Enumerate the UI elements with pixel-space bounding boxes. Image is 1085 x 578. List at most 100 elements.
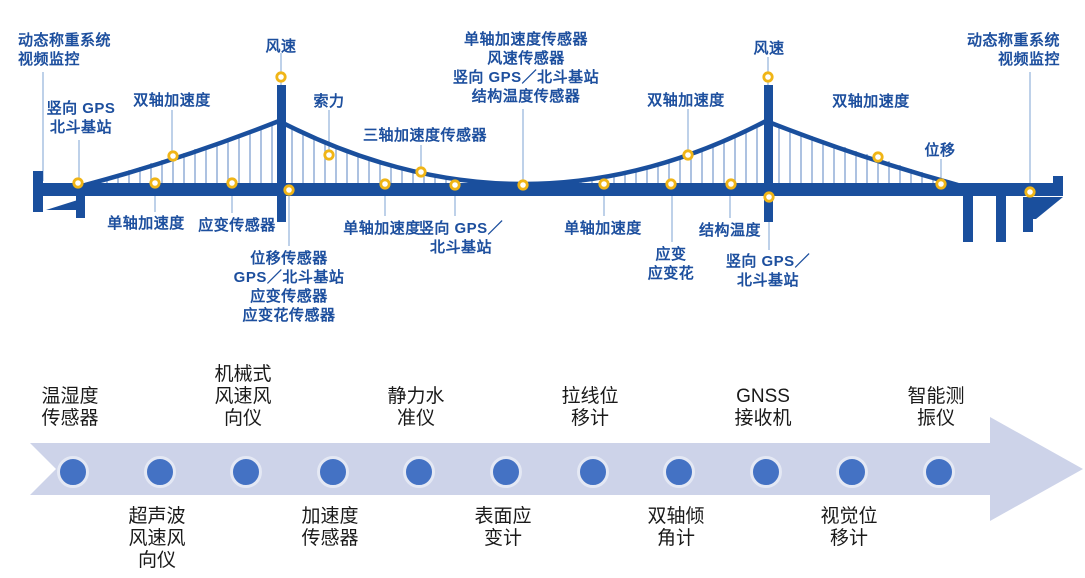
timeline-dot	[750, 456, 782, 488]
label-vertical-gps-left: 竖向 GPS 北斗基站	[47, 99, 116, 137]
label-uniaxial-accel-1: 单轴加速度	[107, 215, 185, 232]
label-line: 应变花	[647, 265, 695, 282]
suspension-cable-left	[84, 118, 280, 188]
timeline-item-draw-wire-displacement: 拉线位 移计	[561, 386, 618, 430]
label-left-tower-group: 位移传感器 GPS／北斗基站 应变传感器 应变花传感器	[234, 249, 345, 325]
label-line: 拉线位	[561, 386, 619, 407]
label-vertical-gps-mid: 竖向 GPS／ 北斗基站	[419, 219, 503, 257]
sensor-point-icon	[275, 71, 287, 83]
label-line: 温湿度	[41, 386, 99, 407]
label-line: 动态称重系统	[18, 32, 112, 49]
timeline-dot	[577, 456, 609, 488]
right-pier-1	[963, 196, 973, 242]
label-line: 静力水	[387, 386, 445, 407]
label-line: 角计	[656, 528, 696, 549]
timeline-item-mechanical-anemometer: 机械式 风速风 向仪	[214, 364, 271, 430]
label-line: 结构温度传感器	[471, 88, 581, 105]
timeline-item-hydrostatic-level: 静力水 准仪	[387, 386, 444, 430]
sensor-point-icon	[149, 177, 161, 189]
timeline-item-visual-displacement: 视觉位 移计	[820, 506, 877, 550]
timeline-dot	[403, 456, 435, 488]
timeline-dot	[836, 456, 868, 488]
label-line: 北斗基站	[736, 272, 800, 289]
sensor-point-icon	[762, 71, 774, 83]
label-strain-sensor-1: 应变传感器	[198, 217, 276, 234]
label-cable-force: 索力	[313, 93, 345, 110]
timeline-item-gnss-receiver: GNSS 接收机	[734, 386, 791, 430]
sensor-point-icon	[415, 166, 427, 178]
label-line: 视频监控	[18, 51, 81, 68]
label-biaxial-accel-right-2: 双轴加速度	[832, 93, 910, 110]
label-biaxial-accel-left: 双轴加速度	[133, 92, 211, 109]
sensor-point-icon	[517, 179, 529, 191]
timeline-item-smart-vibrometer: 智能测 振仪	[907, 386, 964, 430]
label-line: 位移传感器	[250, 250, 328, 267]
left-pier	[76, 196, 85, 218]
label-line: 竖向 GPS	[46, 100, 116, 117]
label-dynamic-weighing-right: 动态称重系统 视频监控	[967, 31, 1060, 69]
label-triaxial-accel: 三轴加速度传感器	[362, 127, 488, 144]
label-midspan-group: 单轴加速度传感器 风速传感器 竖向 GPS／北斗基站 结构温度传感器	[453, 30, 599, 106]
suspension-cable-right	[765, 118, 959, 188]
label-line: 变计	[483, 528, 523, 549]
timeline-item-temp-humidity: 温湿度 传感器	[41, 386, 98, 430]
left-abutment-wall	[33, 171, 43, 212]
bridge-tower-right	[764, 85, 773, 222]
label-displacement: 位移	[924, 142, 956, 159]
timeline-dot	[490, 456, 522, 488]
timeline-item-ultrasonic-anemometer: 超声波 风速风 向仪	[128, 506, 185, 572]
sensor-point-icon	[72, 177, 84, 189]
sensor-point-icon	[379, 178, 391, 190]
label-wind-speed-left: 风速	[265, 38, 297, 55]
label-line: GNSS	[736, 386, 790, 407]
label-uniaxial-accel-3: 单轴加速度	[564, 220, 642, 237]
label-line: 移计	[570, 408, 610, 429]
timeline-dot	[144, 456, 176, 488]
sensor-point-icon	[725, 178, 737, 190]
label-line: 加速度	[301, 506, 359, 527]
label-line: 风速风	[128, 528, 186, 549]
sensor-point-icon	[226, 177, 238, 189]
label-line: 单轴加速度传感器	[463, 31, 589, 48]
timeline-item-biaxial-inclinometer: 双轴倾 角计	[647, 506, 704, 550]
label-line: 向仪	[137, 550, 177, 571]
label-line: 向仪	[223, 408, 263, 429]
timeline-dot	[923, 456, 955, 488]
timeline-item-accelerometer: 加速度 传感器	[301, 506, 358, 550]
label-line: 竖向 GPS／北斗基站	[452, 69, 600, 86]
label-wind-speed-right: 风速	[753, 40, 785, 57]
label-line: 风速传感器	[487, 50, 565, 67]
sensor-point-icons	[72, 71, 1036, 203]
label-strain-rosette-group: 应变 应变花	[648, 245, 695, 283]
sensor-point-icon	[449, 179, 461, 191]
label-line: 北斗基站	[429, 239, 493, 256]
label-line: 视频监控	[997, 51, 1060, 68]
sensor-point-icon	[763, 191, 775, 203]
sensor-point-icon	[665, 178, 677, 190]
label-line: 应变传感器	[250, 288, 328, 305]
sensor-point-icon	[935, 178, 947, 190]
label-line: 振仪	[916, 408, 956, 429]
right-abutment-wedge	[1023, 197, 1063, 219]
sensor-point-icon	[283, 184, 295, 196]
label-line: 北斗基站	[49, 119, 113, 136]
label-line: 表面应	[474, 506, 532, 527]
label-line: 视觉位	[820, 506, 878, 527]
label-line: 接收机	[734, 408, 792, 429]
label-line: GPS／北斗基站	[233, 269, 345, 286]
label-line: 机械式	[214, 364, 272, 385]
left-abutment-wedge	[46, 198, 84, 210]
label-connector-lines	[42, 53, 1031, 250]
sensor-point-icon	[598, 178, 610, 190]
timeline-dot	[663, 456, 695, 488]
label-line: 应变	[655, 246, 687, 263]
label-line: 风速风	[214, 386, 272, 407]
label-line: 传感器	[41, 408, 99, 429]
bridge-diagram	[33, 53, 1063, 250]
label-line: 竖向 GPS／	[418, 220, 504, 237]
timeline-dot	[57, 456, 89, 488]
sensor-point-icon	[682, 149, 694, 161]
right-deck-lip	[1053, 176, 1063, 184]
